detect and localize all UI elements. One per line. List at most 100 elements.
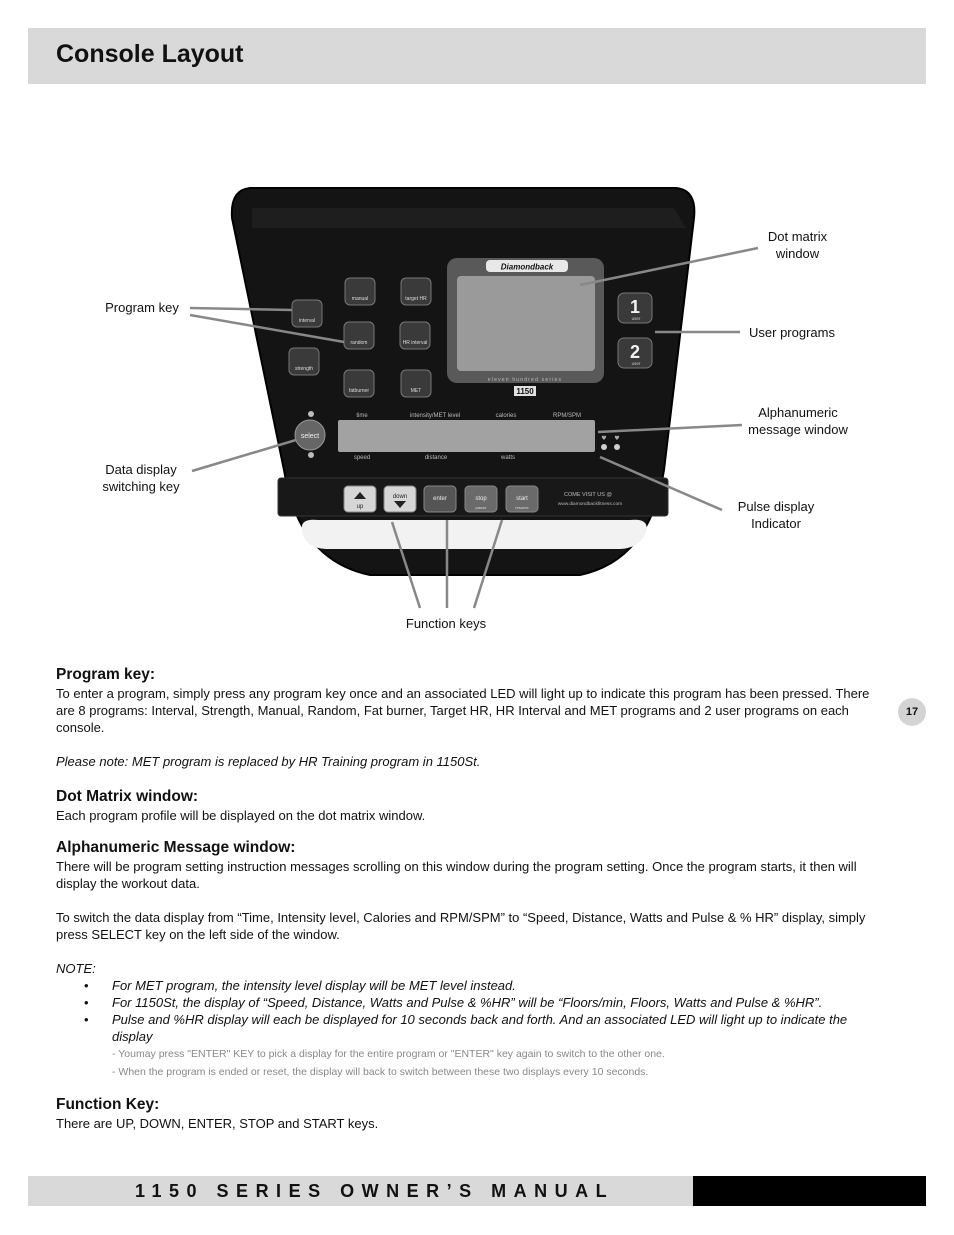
visit-line-2: www.diamondbackfitness.com [558,501,622,507]
callout-pulse: Pulse display Indicator [726,498,826,532]
heading-function-key: Function Key: [56,1096,160,1113]
user-key-label: user [632,361,641,366]
alphanumeric-body-2: To switch the data display from “Time, I… [56,910,866,942]
function-key-label: enter [433,496,447,502]
top-readout-label: time [356,413,368,419]
dot-matrix-window [457,276,595,371]
note-bullet: •For 1150St, the display of “Speed, Dist… [84,995,823,1010]
user-key-label: user [632,316,641,321]
program-key-label: fatburner [349,388,369,394]
heading-dot-matrix: Dot Matrix window: [56,788,199,805]
program-key-fatburner[interactable]: fatburner [343,369,375,398]
console-bevel [252,208,686,228]
bottom-readouts: speed distance watts [354,455,515,461]
program-key-met[interactable]: MET [400,369,432,398]
leader-alphanumeric [597,423,743,434]
program-key-label: HR interval [403,340,428,346]
series-text: eleven hundred series [488,377,562,383]
function-key-label: stop [475,496,487,502]
top-readout-label: RPM/SPM [553,413,581,419]
program-key-target-hr[interactable]: target HR [400,277,432,306]
select-led-top [308,411,314,417]
brand-plate [486,260,568,272]
stop-button[interactable]: stop pause [464,485,498,513]
function-key-body: There are UP, DOWN, ENTER, STOP and STAR… [56,1116,379,1131]
start-button[interactable]: start resume [505,485,539,513]
program-key-label: MET [411,388,422,394]
top-readouts: time intensity/MET level calories RPM/SPM [356,413,581,419]
leader-function-stop [472,519,504,609]
callout-dot-matrix-line2: window [775,246,820,261]
leader-lines [189,246,759,609]
callout-function-keys: Function keys [396,615,496,632]
callout-user-programs-text: User programs [749,325,835,340]
enter-button[interactable]: enter [423,485,457,513]
program-keys: interval strength manual random fatburner tar… [288,277,432,398]
program-key-label: random [351,340,368,346]
program-key-label: interval [299,318,315,324]
alphanumeric-body-1: There will be program setting instructio… [56,859,857,891]
main-content: Program key: To enter a program, simply … [56,665,872,1132]
callout-data-switch-line2: switching key [102,479,180,494]
callout-data-switch: Data display switching key [92,461,190,495]
callout-data-switch-line1: Data display [105,462,177,477]
function-key-label: start [516,496,528,502]
bottom-readout-label: watts [500,455,515,461]
note-bullet-text: For MET program, the intensity level dis… [112,978,516,993]
program-key-interval[interactable]: interval [291,299,323,328]
callout-alphanumeric: Alphanumeric message window [740,404,856,438]
leader-program-key-2 [189,313,345,344]
program-key-strength[interactable]: strength [288,347,320,376]
leader-pulse [599,455,723,512]
callout-program-key: Program key [96,299,188,316]
callout-user-programs: User programs [742,324,842,341]
brand-logo: Diamondback [501,263,554,272]
callout-pulse-line2: Indicator [751,516,801,531]
function-key-label: down [393,494,407,500]
page-number: 17 [898,698,926,726]
program-key-note: Please note: MET program is replaced by … [56,754,481,769]
top-readout-label: intensity/MET level [410,413,460,419]
program-key-body: To enter a program, simply press any pro… [56,686,870,735]
model-number: 1150 [516,387,534,396]
program-key-hr-interval[interactable]: HR interval [399,321,431,350]
function-key-sublabel: pause [476,505,488,510]
program-key-label: strength [295,366,313,372]
callout-pulse-line1: Pulse display [737,499,815,514]
console-grip [301,519,647,549]
bottom-readout-label: distance [425,455,448,461]
pulse-led-1 [601,444,607,450]
callout-dot-matrix-line1: Dot matrix [767,229,828,244]
program-key-manual[interactable]: manual [344,277,376,306]
down-button[interactable]: down [383,485,417,513]
leader-dot-matrix [579,246,759,287]
top-readout-label: calories [496,413,517,419]
callout-alphanumeric-line2: message window [748,422,848,437]
note-bullet-text: For 1150St, the display of “Speed, Dista… [112,995,823,1010]
footer-black-block [693,1176,926,1206]
leader-program-key-1 [189,306,293,312]
note-sub-bullet: - When the program is ended or reset, th… [112,1066,649,1078]
program-key-random[interactable]: random [343,321,375,350]
note-bullet: •For MET program, the intensity level di… [84,978,516,993]
function-keys: up down enter stop pause start resume [343,485,539,513]
note-bullet-text: Pulse and %HR display will each be displ… [112,1012,848,1044]
callout-program-key-text: Program key [105,300,179,315]
model-plate [514,386,536,396]
console-diagram: Diamondback eleven hundred series 1150 i… [189,187,759,609]
dot-matrix-body: Each program profile will be displayed o… [56,808,426,823]
bottom-readout-label: speed [354,455,370,461]
header-bar: Console Layout [28,28,926,84]
heading-program-key: Program key: [56,666,156,683]
callout-alphanumeric-line1: Alphanumeric [758,405,838,420]
function-key-sublabel: resume [515,505,529,510]
heart-icon-2: ♥ [614,435,619,442]
pulse-led-2 [614,444,620,450]
up-button[interactable]: up [343,485,377,513]
note-bullet: •Pulse and %HR display will each be disp… [84,1012,848,1044]
heart-icon-1: ♥ [601,435,606,442]
arrow-up-icon [354,492,366,499]
program-key-label: target HR [405,296,427,302]
